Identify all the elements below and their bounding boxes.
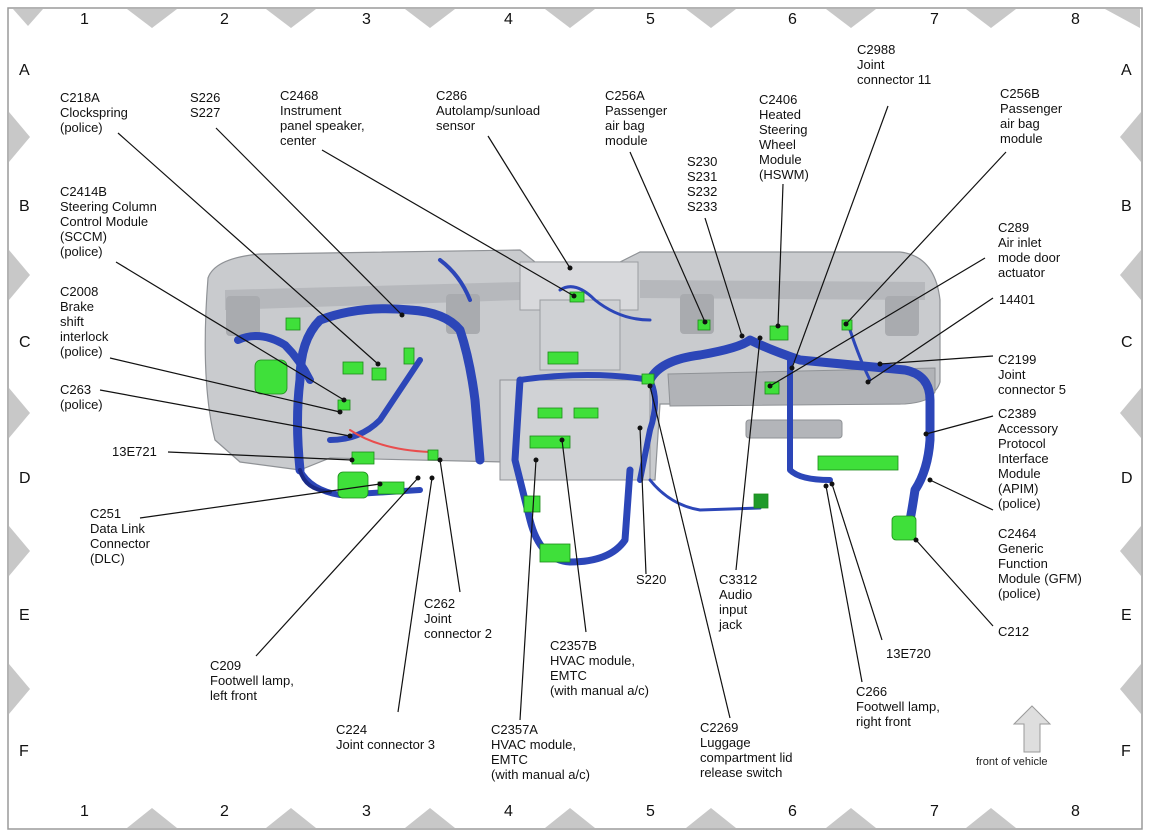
callout-c256a: C256A Passenger air bag module xyxy=(605,88,668,148)
callout-s226: S226 S227 xyxy=(190,90,221,120)
col-label-bottom: 2 xyxy=(220,803,229,820)
front-of-vehicle-label: front of vehicle xyxy=(976,756,1048,768)
callout-c262: C262 Joint connector 2 xyxy=(424,596,492,641)
diagram-border xyxy=(7,7,1143,830)
col-label-top: 3 xyxy=(362,11,371,28)
col-label-bottom: 4 xyxy=(504,803,513,820)
row-label-right: B xyxy=(1121,198,1132,215)
col-label-bottom: 7 xyxy=(930,803,939,820)
callout-s220: S220 xyxy=(636,572,667,587)
callout-c2357a: C2357A HVAC module, EMTC (with manual a/… xyxy=(491,722,590,782)
col-label-top: 6 xyxy=(788,11,797,28)
leader-lines xyxy=(99,105,1007,721)
callout-c218a: C218A Clockspring (police) xyxy=(60,90,128,135)
callout-c224: C224 Joint connector 3 xyxy=(336,722,436,752)
col-label-bottom: 1 xyxy=(80,803,89,820)
col-label-top: 7 xyxy=(930,11,939,28)
callout-c266: C266 Footwell lamp, right front xyxy=(856,684,940,729)
callout-c2406: C2406 Heated Steering Wheel Module (HSWM… xyxy=(759,92,809,182)
callout-13e721: 13E721 xyxy=(112,444,157,459)
col-label-top: 4 xyxy=(504,11,513,28)
callout-14401: 14401 xyxy=(999,292,1036,307)
callout-c209: C209 Footwell lamp, left front xyxy=(210,658,294,703)
callout-c212: C212 xyxy=(998,624,1030,639)
callout-c3312: C3312 Audio input jack xyxy=(719,572,758,632)
col-label-top: 2 xyxy=(220,11,229,28)
row-label-left: A xyxy=(19,62,30,79)
bottom-edge-triangles xyxy=(127,808,1016,828)
row-label-right: C xyxy=(1121,334,1133,351)
row-label-right: A xyxy=(1121,62,1132,79)
callout-c2988: C2988 Joint connector 11 xyxy=(857,42,932,87)
callout-c2468: C2468 Instrument panel speaker, center xyxy=(280,88,365,148)
callout-c2269: C2269 Luggage compartment lid release sw… xyxy=(700,720,793,780)
row-label-right: E xyxy=(1121,607,1132,624)
leader-arrowheads xyxy=(337,265,933,543)
col-label-top: 8 xyxy=(1071,11,1080,28)
callout-c256b: C256B Passenger air bag module xyxy=(1000,86,1063,146)
callout-s230: S230 S231 S232 S233 xyxy=(687,154,718,214)
callout-13e720: 13E720 xyxy=(886,646,931,661)
callout-c2008: C2008 Brake shift interlock (police) xyxy=(60,284,109,359)
col-label-top: 5 xyxy=(646,11,655,28)
top-edge-triangles xyxy=(13,9,1140,28)
front-arrow-icon xyxy=(1012,705,1052,753)
row-label-left: E xyxy=(19,607,30,624)
col-label-bottom: 5 xyxy=(646,803,655,820)
row-label-left: D xyxy=(19,470,31,487)
row-label-right: F xyxy=(1121,743,1131,760)
col-label-bottom: 8 xyxy=(1071,803,1080,820)
callout-c2414b: C2414B Steering Column Control Module (S… xyxy=(60,184,157,259)
row-label-left: C xyxy=(19,334,31,351)
callout-c263: C263 (police) xyxy=(60,382,103,412)
callout-c2199: C2199 Joint connector 5 xyxy=(998,352,1066,397)
col-label-top: 1 xyxy=(80,11,89,28)
row-label-left: B xyxy=(19,198,30,215)
col-label-bottom: 3 xyxy=(362,803,371,820)
callout-c2464: C2464 Generic Function Module (GFM) (pol… xyxy=(998,526,1082,601)
col-label-bottom: 6 xyxy=(788,803,797,820)
row-label-right: D xyxy=(1121,470,1133,487)
callout-c286: C286 Autolamp/sunload sensor xyxy=(436,88,541,133)
right-edge-triangles xyxy=(1120,112,1141,714)
left-edge-triangles xyxy=(9,112,30,714)
callout-c2389: C2389 Accessory Protocol Interface Modul… xyxy=(998,406,1058,511)
callout-c251: C251 Data Link Connector (DLC) xyxy=(90,506,150,566)
row-label-left: F xyxy=(19,743,29,760)
callout-c289: C289 Air inlet mode door actuator xyxy=(998,220,1061,280)
callout-c2357b: C2357B HVAC module, EMTC (with manual a/… xyxy=(550,638,649,698)
